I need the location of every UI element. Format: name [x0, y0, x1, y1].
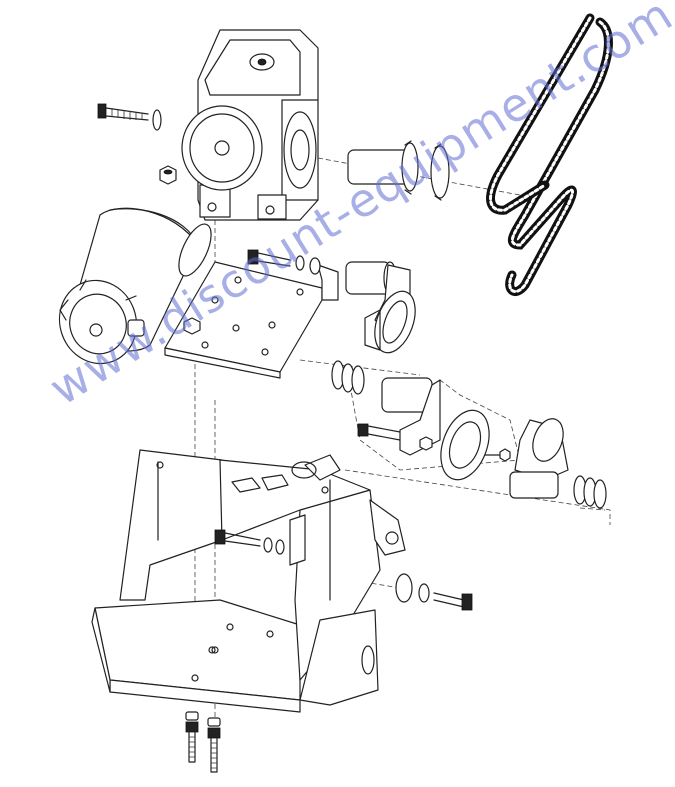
sprocket	[347, 140, 450, 201]
limit-switch-assembly	[331, 261, 607, 511]
motor-mount-plate	[164, 249, 339, 379]
motor	[58, 207, 212, 365]
gearbox	[181, 29, 319, 221]
frame	[91, 449, 406, 713]
drive-chain	[486, 13, 613, 296]
bolts	[97, 103, 473, 773]
